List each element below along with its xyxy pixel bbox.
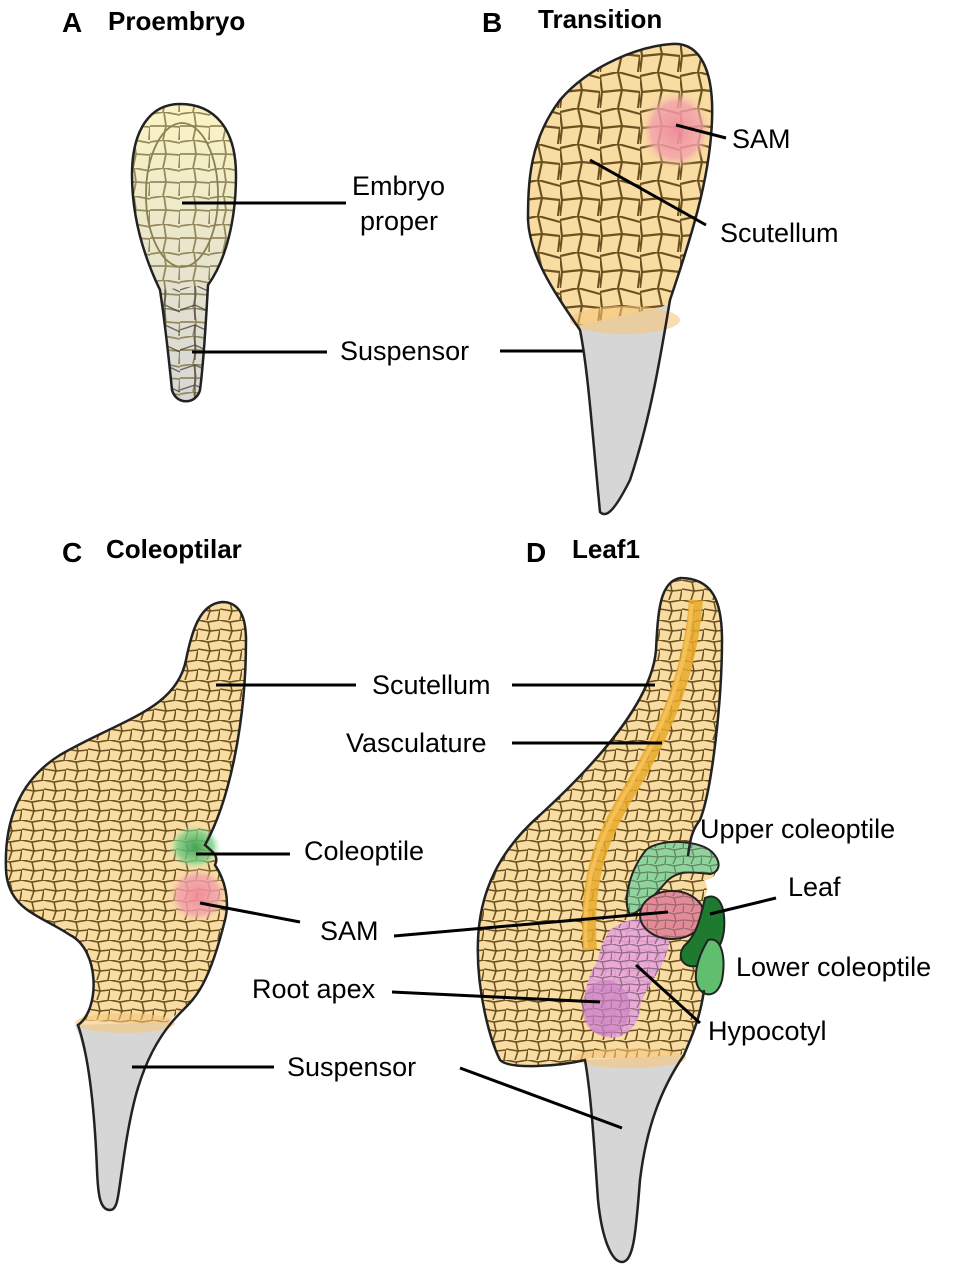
label-lower-coleoptile: Lower coleoptile <box>736 952 931 982</box>
shared-labels: Vasculature SAM Root apex <box>252 728 487 1004</box>
label-embryo: Embryo <box>352 171 445 201</box>
label-upper-coleoptile: Upper coleoptile <box>700 814 895 844</box>
label-sam-shared: SAM <box>320 916 379 946</box>
leader-leaf <box>709 896 777 916</box>
panel-a-title: Proembryo <box>108 6 245 36</box>
panel-c-title: Coleoptilar <box>106 534 242 564</box>
panel-d-letter: D <box>526 537 546 568</box>
leader-scutellum-b <box>589 158 707 227</box>
transition-embryo-shape <box>526 42 714 516</box>
panel-b: B Transition SAM Scutellum <box>482 4 839 516</box>
label-suspensor-c: Suspensor <box>287 1052 416 1082</box>
lower-coleoptile-region <box>694 938 725 996</box>
panel-c-letter: C <box>62 537 82 568</box>
label-scutellum-c: Scutellum <box>372 670 491 700</box>
label-proper: proper <box>360 206 438 236</box>
label-vasculature: Vasculature <box>346 728 487 758</box>
leader-sam-d <box>393 910 669 938</box>
panel-b-letter: B <box>482 7 502 38</box>
leaf1-embryo-shape <box>476 576 726 1264</box>
label-root-apex: Root apex <box>252 974 376 1004</box>
leader-hypocotyl <box>634 963 702 1025</box>
panel-d-title: Leaf1 <box>572 534 640 564</box>
panel-a: A Proembryo Embryo proper Suspensor <box>62 6 620 403</box>
panel-c: C Coleoptilar Scutellum Coleoptile Suspe… <box>4 534 491 1212</box>
label-coleoptile-c: Coleoptile <box>304 836 424 866</box>
label-sam-b: SAM <box>732 124 791 154</box>
leader-sam-c <box>199 901 301 924</box>
leader-root-apex <box>391 990 601 1004</box>
panel-d: D Leaf1 <box>391 534 931 1264</box>
label-hypocotyl: Hypocotyl <box>708 1016 827 1046</box>
proembryo-shape <box>130 102 238 403</box>
leader-suspensor-d <box>459 1066 623 1130</box>
panel-b-title: Transition <box>538 4 662 34</box>
coleoptilar-embryo-shape <box>4 600 248 1212</box>
label-scutellum-b: Scutellum <box>720 218 839 248</box>
vasculature-strand <box>582 599 703 951</box>
root-apex-region <box>582 980 630 1036</box>
panel-a-letter: A <box>62 7 82 38</box>
leader-sam-b <box>675 123 727 140</box>
label-leaf: Leaf <box>788 872 841 902</box>
label-suspensor-a: Suspensor <box>340 336 469 366</box>
